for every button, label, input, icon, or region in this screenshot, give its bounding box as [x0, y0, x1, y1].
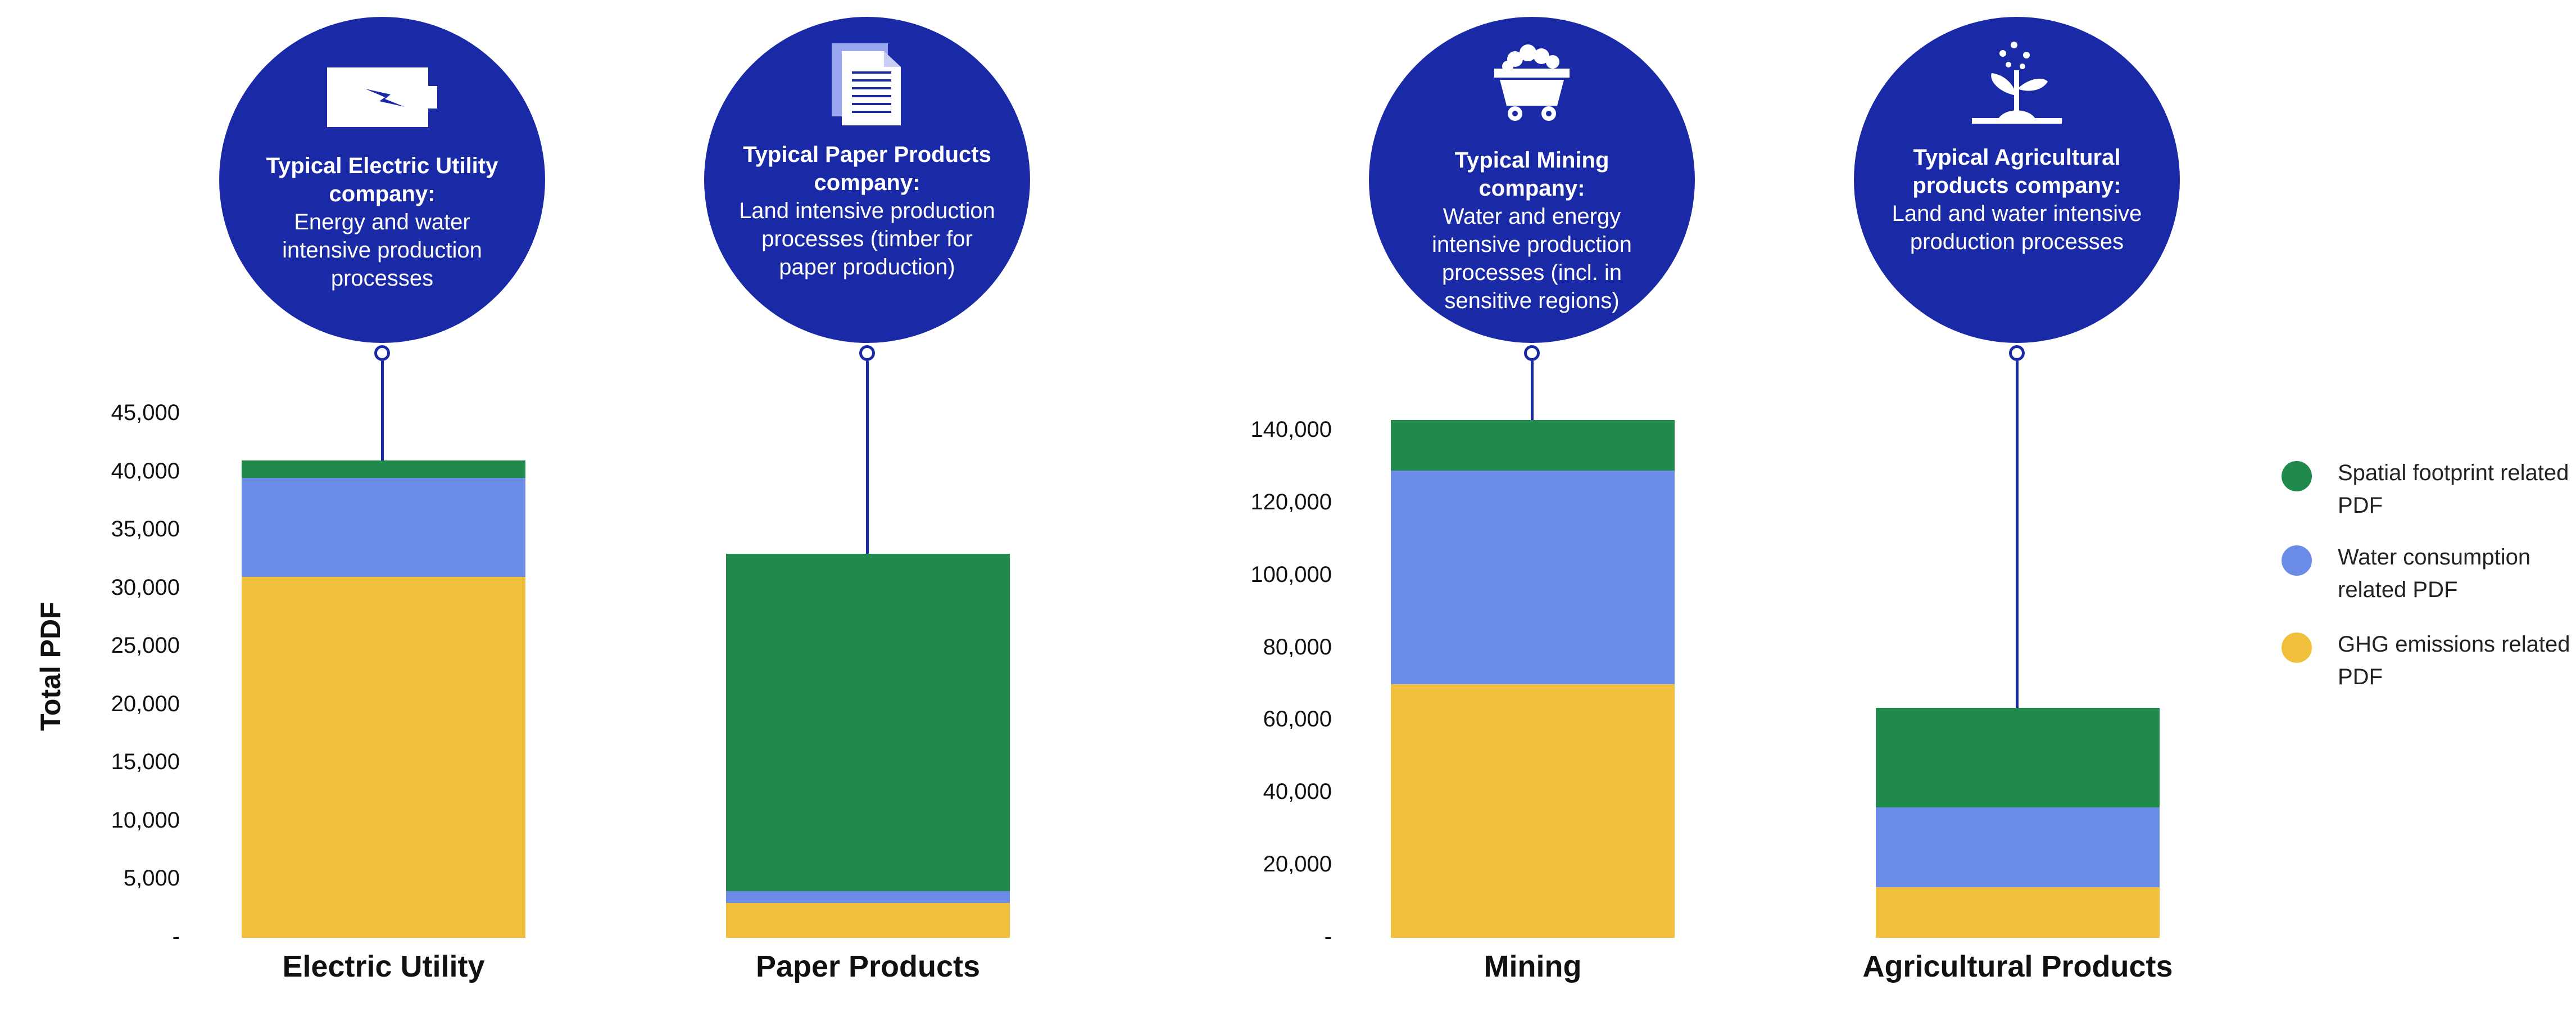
- connector-dot: [2009, 345, 2025, 361]
- y-tick-label: 30,000: [111, 575, 180, 600]
- bar-segment-spatial: [1391, 419, 1675, 471]
- y-tick-label: 15,000: [111, 749, 180, 775]
- y-tick-label: -: [1324, 924, 1332, 949]
- y-tick-label: 40,000: [111, 458, 180, 484]
- bar-segment-water: [242, 477, 525, 577]
- legend-item-ghg: GHG emissions related PDF: [2282, 628, 2574, 701]
- bar-segment-spatial: [726, 553, 1010, 892]
- bubble-title: Typical Mining company:: [1454, 148, 1609, 201]
- connector-line: [1531, 361, 1534, 420]
- bar-segment-water: [1391, 470, 1675, 684]
- y-tick-label: 5,000: [123, 866, 180, 891]
- bubble-description: Land intensive production processes (tim…: [739, 198, 995, 279]
- legend-item-water: Water consumption related PDF: [2282, 541, 2574, 614]
- connector-dot: [374, 345, 390, 361]
- y-tick-label: 20,000: [111, 691, 180, 716]
- bubble-title: Typical Paper Products company:: [743, 142, 991, 195]
- connector-dot: [859, 345, 875, 361]
- connector-line: [2016, 361, 2019, 708]
- y-tick-label: 120,000: [1250, 489, 1332, 514]
- y-tick-label: 45,000: [111, 400, 180, 425]
- bubble-title: Typical Electric Utility company:: [266, 153, 498, 206]
- connector-line: [381, 361, 384, 460]
- y-tick-label: 140,000: [1250, 417, 1332, 442]
- connector-line: [866, 361, 869, 554]
- legend-swatch-spatial: [2282, 461, 2312, 491]
- y-tick-label: 35,000: [111, 517, 180, 542]
- legend-label: Spatial footprint related PDF: [2338, 460, 2569, 518]
- bar-segment-ghg: [1876, 887, 2160, 938]
- bubble-title: Typical Agricultural products company:: [1912, 145, 2121, 198]
- y-tick-label: 40,000: [1263, 779, 1332, 805]
- connector-dot: [1524, 345, 1540, 361]
- legend-item-spatial: Spatial footprint related PDF: [2282, 457, 2574, 530]
- bar-segment-water: [726, 891, 1010, 903]
- bar-segment-spatial: [242, 460, 525, 478]
- battery-bolt-icon: [326, 66, 438, 131]
- bubble-agricultural-products: Typical Agricultural products company: L…: [1854, 17, 2180, 343]
- legend-label: Water consumption related PDF: [2338, 545, 2531, 602]
- stacked-bar: [726, 553, 1010, 938]
- stacked-bar: [1391, 419, 1675, 938]
- y-tick-label: 60,000: [1263, 707, 1332, 732]
- y-tick-label: 20,000: [1263, 852, 1332, 877]
- y-tick-label: 100,000: [1250, 562, 1332, 587]
- legend-swatch-ghg: [2282, 632, 2312, 663]
- stacked-bar: [1876, 707, 2160, 938]
- bar-segment-ghg: [1391, 684, 1675, 938]
- bubble-description: Land and water intensive production proc…: [1892, 201, 2142, 254]
- stacked-bar: [242, 460, 525, 938]
- y-tick-label: 10,000: [111, 807, 180, 833]
- legend-label: GHG emissions related PDF: [2338, 632, 2570, 689]
- document-icon: [831, 42, 904, 129]
- bar-segment-spatial: [1876, 707, 2160, 808]
- legend-swatch-water: [2282, 545, 2312, 576]
- y-tick-label: 25,000: [111, 633, 180, 658]
- mine-cart-icon: [1490, 39, 1574, 126]
- bar-segment-ghg: [726, 902, 1010, 938]
- bar-segment-ghg: [242, 576, 525, 938]
- category-label: Agricultural Products: [1862, 950, 2173, 983]
- category-label: Paper Products: [755, 950, 981, 983]
- bubble-description: Water and energy intensive production pr…: [1432, 204, 1632, 313]
- category-label: Mining: [1484, 950, 1582, 983]
- bubble-paper-products: Typical Paper Products company: Land int…: [704, 17, 1030, 343]
- y-tick-label: 80,000: [1263, 634, 1332, 659]
- bubble-electric-utility: Typical Electric Utility company: Energy…: [219, 17, 545, 343]
- bubble-mining: Typical Mining company: Water and energy…: [1369, 17, 1695, 343]
- y-tick-label: -: [172, 924, 180, 949]
- bar-segment-water: [1876, 807, 2160, 887]
- category-label: Electric Utility: [282, 950, 485, 983]
- plant-sprout-icon: [1969, 39, 2065, 132]
- bubble-description: Energy and water intensive production pr…: [282, 210, 482, 291]
